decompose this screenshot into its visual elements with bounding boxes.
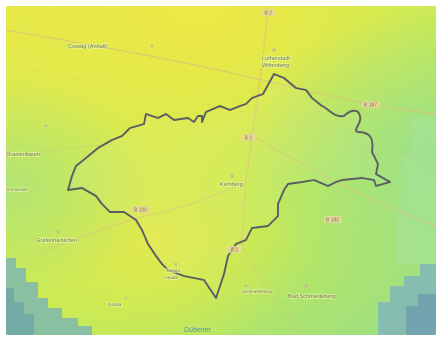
map-canvas[interactable]: Coswig (Anhalt) Lutherstadt Wittenberg O… bbox=[6, 6, 436, 335]
road-label-b182: B 182 bbox=[324, 216, 342, 224]
label-tornau: Tornau bbox=[166, 268, 180, 273]
label-coswig: Coswig (Anhalt) bbox=[68, 44, 108, 50]
raster-cool-east-strip bbox=[396, 116, 436, 264]
label-bad-schmiedeberg: Bad Schmiedeberg bbox=[288, 294, 336, 300]
svg-text:B 100: B 100 bbox=[134, 208, 147, 214]
label-wittenberg: Wittenberg bbox=[262, 63, 289, 69]
label-dubener: Dübener bbox=[184, 327, 212, 334]
label-oranienbaum: Oranienbaum bbox=[6, 152, 40, 158]
road-label-b187: B 187 bbox=[362, 101, 380, 109]
road-label-b2-mid: B 2 bbox=[242, 134, 256, 142]
svg-text:B 2: B 2 bbox=[265, 11, 273, 17]
map-viewport[interactable]: Coswig (Anhalt) Lutherstadt Wittenberg O… bbox=[6, 6, 436, 335]
road-b182 bbox=[251, 135, 436, 227]
label-grafenhainichen: Gräfenhainichen bbox=[36, 238, 77, 244]
svg-text:B 2: B 2 bbox=[245, 136, 253, 142]
road-label-b2-north: B 2 bbox=[262, 9, 276, 17]
raster-water-southeast-deep bbox=[406, 294, 436, 335]
settlement-markers bbox=[44, 44, 308, 300]
svg-text:B 187: B 187 bbox=[364, 103, 377, 109]
label-schmiedeberg-village: Schmiedeberg bbox=[242, 289, 272, 294]
svg-text:B 2: B 2 bbox=[231, 248, 239, 254]
svg-text:B 182: B 182 bbox=[326, 218, 339, 224]
road-label-b100: B 100 bbox=[132, 206, 150, 214]
label-gremminer: Gremminer bbox=[6, 187, 28, 192]
road-secondary-south bbox=[241, 245, 307, 335]
road-label-b2-south: B 2 bbox=[228, 246, 242, 254]
label-kemberg: Kemberg bbox=[220, 182, 243, 188]
raster-water-southwest-deep bbox=[6, 288, 34, 335]
district-boundary[interactable] bbox=[67, 73, 391, 299]
railway bbox=[6, 63, 436, 167]
road-b100 bbox=[35, 183, 247, 255]
label-heide: Heide bbox=[166, 275, 178, 280]
label-gossa: Gossa bbox=[108, 302, 122, 307]
label-lutherstadt: Lutherstadt bbox=[262, 56, 290, 62]
